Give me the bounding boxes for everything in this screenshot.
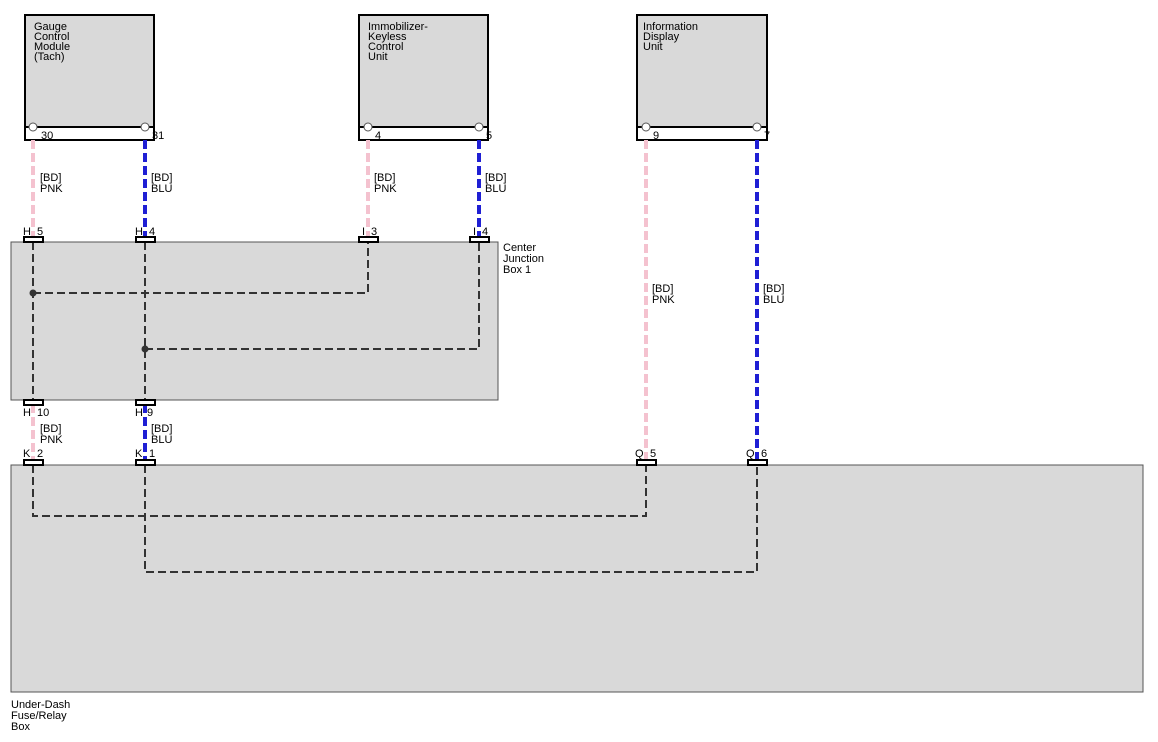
- external-wires: [31, 140, 759, 460]
- conn-pin-i4: 4: [482, 226, 488, 238]
- tab-h10: [23, 399, 44, 406]
- conn-pin-k2: 2: [37, 448, 43, 460]
- wire-label-immo-blu: [BD] BLU: [485, 172, 509, 195]
- tab-q6: [747, 459, 768, 466]
- center-junction-box-label: Center Junction Box 1: [503, 242, 547, 276]
- center-junction-box-1: [10, 241, 499, 401]
- information-display-label: Information Display Unit: [643, 21, 701, 53]
- conn-letter-q5: Q: [635, 448, 644, 460]
- conn-pin-h4: 4: [149, 226, 155, 238]
- cjb-internal-i4-branch: [145, 242, 480, 350]
- splice-dot-blu: [141, 345, 149, 353]
- conn-letter-h9: H: [135, 407, 143, 419]
- gauge-label: Gauge Control Module (Tach): [34, 21, 73, 63]
- pin-circle-idu-7: [752, 122, 762, 132]
- pin-circle-idu-9: [641, 122, 651, 132]
- splice-dot-pnk: [29, 289, 37, 297]
- conn-pin-h10: 10: [37, 407, 49, 419]
- conn-pin-h5: 5: [37, 226, 43, 238]
- conn-letter-h10: H: [23, 407, 31, 419]
- wire-label-idu-blu: [BD] BLU: [763, 283, 787, 306]
- module-pin-circles: [28, 122, 762, 132]
- pin-label-immo-5: 5: [486, 130, 492, 142]
- under-dash-box-label: Under-Dash Fuse/Relay Box: [11, 699, 73, 733]
- immobilizer-pin-strip: [358, 126, 489, 141]
- tab-k1: [135, 459, 156, 466]
- pin-label-gauge-31: 31: [152, 130, 164, 142]
- conn-letter-k1: K: [135, 448, 143, 460]
- pin-circle-gauge-30: [28, 122, 38, 132]
- gauge-control-module-box: [24, 14, 155, 128]
- immobilizer-label: Immobilizer- Keyless Control Unit: [368, 21, 431, 63]
- tab-q5: [636, 459, 657, 466]
- pin-circle-immo-5: [474, 122, 484, 132]
- conn-letter-h5: H: [23, 226, 31, 238]
- udb-internal-k2-q5: [32, 465, 647, 517]
- conn-pin-h9: 9: [147, 407, 153, 419]
- wire-label-lower-blu: [BD] BLU: [151, 423, 175, 446]
- pin-circle-immo-4: [363, 122, 373, 132]
- tab-k2: [23, 459, 44, 466]
- conn-letter-i4: I: [473, 226, 476, 238]
- tab-i3: [358, 236, 379, 243]
- wire-label-immo-pnk: [BD] PNK: [374, 172, 398, 195]
- under-dash-fuse-relay-box: [10, 464, 1144, 693]
- pin-label-idu-7: 7: [764, 130, 770, 142]
- conn-pin-q5: 5: [650, 448, 656, 460]
- conn-letter-h4: H: [135, 226, 143, 238]
- udb-internal-k1-q6: [144, 465, 758, 573]
- information-display-unit-box: [636, 14, 768, 128]
- pin-label-gauge-30: 30: [41, 130, 53, 142]
- wire-label-gauge-pnk: [BD] PNK: [40, 172, 64, 195]
- pin-label-idu-9: 9: [653, 130, 659, 142]
- conn-pin-k1: 1: [149, 448, 155, 460]
- cjb-internal-i3-branch: [33, 242, 369, 294]
- tab-h4: [135, 236, 156, 243]
- gauge-pin-strip: [24, 126, 155, 141]
- conn-pin-q6: 6: [761, 448, 767, 460]
- connector-tabs: [23, 236, 768, 466]
- information-display-pin-strip: [636, 126, 768, 141]
- pin-label-immo-4: 4: [375, 130, 381, 142]
- conn-letter-q6: Q: [746, 448, 755, 460]
- wire-label-idu-pnk: [BD] PNK: [652, 283, 676, 306]
- conn-letter-i3: I: [362, 226, 365, 238]
- wire-label-lower-pnk: [BD] PNK: [40, 423, 64, 446]
- tab-h9: [135, 399, 156, 406]
- immobilizer-unit-box: [358, 14, 489, 128]
- tab-i4: [469, 236, 490, 243]
- wire-label-gauge-blu: [BD] BLU: [151, 172, 175, 195]
- tab-h5: [23, 236, 44, 243]
- conn-pin-i3: 3: [371, 226, 377, 238]
- internal-connections: [32, 242, 758, 573]
- pin-circle-gauge-31: [140, 122, 150, 132]
- conn-letter-k2: K: [23, 448, 31, 460]
